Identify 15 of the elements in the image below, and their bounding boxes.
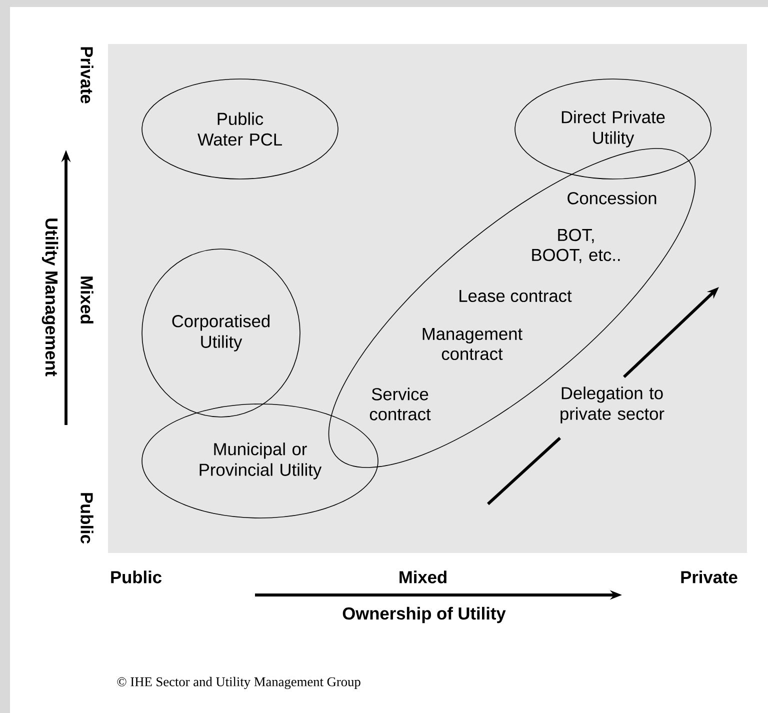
axis-label: Private <box>681 570 738 584</box>
axis-label: Public <box>80 493 94 544</box>
axis-label: Mixed <box>400 570 446 584</box>
option-label: Service contract <box>370 388 431 420</box>
option-label: BOT, BOOT, etc.. <box>532 228 620 264</box>
axis-label: Mixed <box>80 276 94 324</box>
option-label: Lease contract <box>460 290 572 302</box>
option-label: Management contract <box>422 328 522 360</box>
copyright-note: © IHE Sector and Utility Management Group <box>117 676 360 690</box>
axis-title: Ownership of Utility <box>342 606 506 624</box>
axis-title: Utility Management <box>42 218 58 376</box>
option-label: Concession <box>568 192 656 204</box>
axis-label: Private <box>80 47 94 104</box>
arrow-label: Delegation to private sector <box>560 386 664 424</box>
axis-label: Public <box>111 570 162 584</box>
